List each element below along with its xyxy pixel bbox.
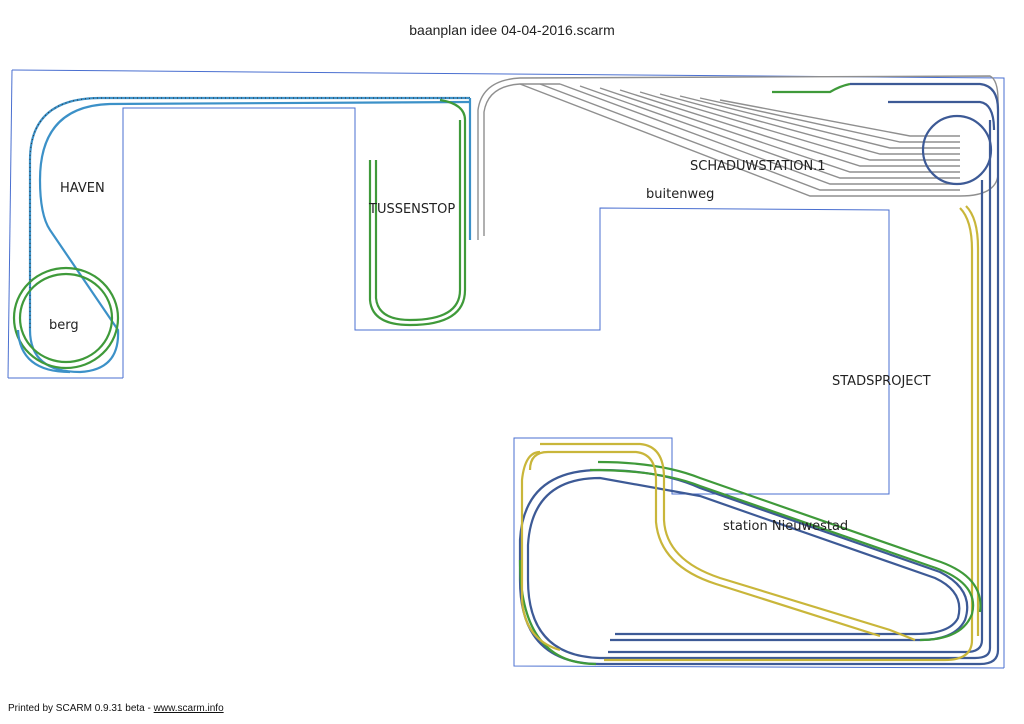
label-stadsproject: STADSPROJECT: [832, 374, 931, 389]
footer-site-link[interactable]: www.scarm.info: [153, 703, 224, 714]
label-tussenstop: TUSSENSTOP: [369, 202, 456, 217]
station-nieuwestad-tracks: [518, 442, 982, 666]
footer-printed-by: Printed by SCARM 0.9.31 beta -: [8, 703, 154, 714]
document-title: baanplan idee 04-04-2016.scarm: [409, 22, 615, 38]
main-line-top: [28, 96, 471, 374]
label-buitenweg: buitenweg: [646, 187, 715, 202]
footer: Printed by SCARM 0.9.31 beta - www.scarm…: [8, 703, 224, 714]
label-schaduwstation: SCHADUWSTATION.1: [690, 159, 826, 174]
baseboard-outline: [7, 69, 1005, 669]
label-berg: berg: [49, 318, 79, 333]
berg-loop: [12, 266, 120, 374]
schaduwstation-fan: [477, 75, 999, 240]
right-main-lines: [518, 110, 1000, 666]
label-haven: HAVEN: [60, 181, 105, 196]
label-station-nieuwestad: station Nieuwestad: [723, 519, 849, 534]
tussenstop-tracks: [368, 98, 472, 327]
